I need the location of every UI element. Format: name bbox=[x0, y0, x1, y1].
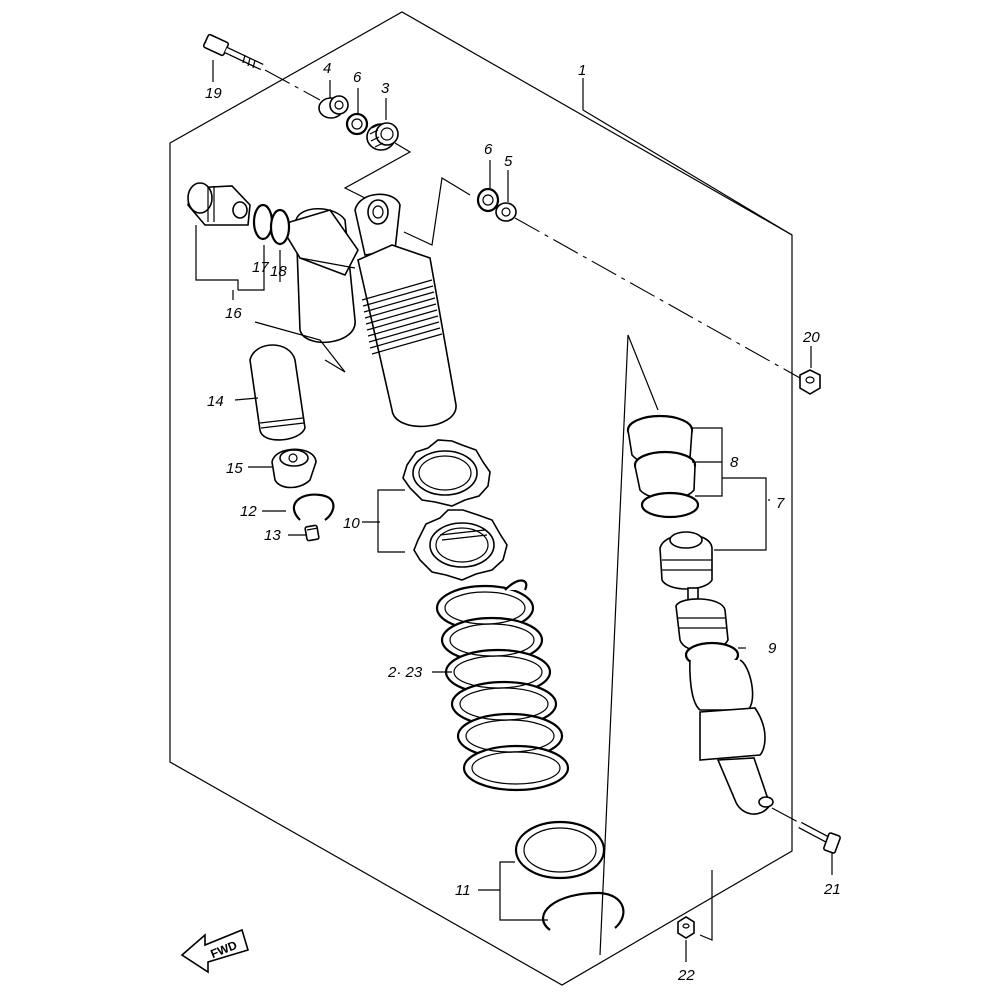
part-10-lock-nut-lower bbox=[413, 509, 508, 581]
part-6-seal-right bbox=[476, 187, 500, 213]
leader-lines bbox=[212, 60, 833, 962]
label-6-right: 6 bbox=[484, 141, 493, 158]
label-8: 8 bbox=[730, 454, 739, 471]
part-19-bolt bbox=[202, 33, 264, 71]
bracket-7 bbox=[714, 477, 767, 551]
part-10-lock-nut-upper bbox=[402, 439, 491, 507]
part-5-collar bbox=[495, 202, 517, 222]
label-16: 16 bbox=[225, 305, 242, 322]
bracket-14 bbox=[254, 321, 346, 373]
part-8-bushings bbox=[626, 414, 700, 519]
label-7: 7 bbox=[776, 495, 785, 512]
part-20-nut bbox=[799, 369, 821, 395]
bracket-top-right bbox=[403, 177, 471, 246]
label-5: 5 bbox=[504, 153, 513, 170]
label-13: 13 bbox=[264, 527, 281, 544]
assembly-frame bbox=[169, 11, 793, 986]
axis-left-diag bbox=[599, 334, 629, 956]
bracket-16 bbox=[195, 225, 239, 290]
label-18: 18 bbox=[270, 263, 287, 280]
bracket-top-left bbox=[343, 142, 412, 199]
part-labels: 1 19 4 6 3 6 5 17 18 16 20 14 15 8 7 12 … bbox=[205, 60, 841, 984]
part-16-reservoir-cap bbox=[187, 182, 251, 226]
label-9: 9 bbox=[768, 640, 777, 657]
label-15: 15 bbox=[226, 460, 243, 477]
part-18-o-ring bbox=[269, 208, 291, 246]
label-19: 19 bbox=[205, 85, 222, 102]
label-6-top: 6 bbox=[353, 69, 362, 86]
part-21-bolt bbox=[798, 821, 841, 854]
part-9-bottom-out-bumper bbox=[684, 641, 774, 815]
axis-right-diag bbox=[627, 334, 659, 411]
part-3-needle-bearing bbox=[366, 122, 399, 151]
axis-vertical-bottom bbox=[699, 870, 713, 941]
bracket-11 bbox=[499, 861, 548, 921]
part-17-o-ring bbox=[252, 203, 274, 241]
bracket-16-b bbox=[238, 245, 265, 291]
fwd-arrow-icon: FWD bbox=[180, 928, 249, 974]
part-14-bladder bbox=[249, 344, 306, 441]
label-12: 12 bbox=[240, 503, 257, 520]
label-22: 22 bbox=[677, 967, 695, 984]
part-2-23-spring bbox=[435, 579, 570, 792]
axis-line-right bbox=[514, 217, 801, 379]
label-2-23: 2· 23 bbox=[387, 664, 423, 681]
shock-body bbox=[354, 193, 457, 428]
part-11-spring-seat bbox=[514, 820, 625, 931]
part-22-nut bbox=[677, 916, 695, 939]
label-20: 20 bbox=[802, 329, 820, 346]
part-7-piston-rod bbox=[659, 531, 729, 652]
part-13-insert bbox=[304, 524, 320, 542]
part-12-circlip bbox=[292, 493, 335, 521]
label-10: 10 bbox=[343, 515, 360, 532]
label-21: 21 bbox=[823, 881, 841, 898]
part-4-collar bbox=[318, 95, 349, 119]
part-15-valve bbox=[271, 448, 317, 489]
label-11: 11 bbox=[455, 882, 471, 899]
reservoir-body bbox=[278, 208, 359, 344]
part-6-seal-top bbox=[345, 112, 369, 136]
label-4: 4 bbox=[323, 60, 331, 77]
label-1: 1 bbox=[578, 62, 586, 79]
bracket-10 bbox=[377, 489, 405, 553]
axis-line-top bbox=[264, 69, 321, 101]
label-17: 17 bbox=[252, 259, 269, 276]
axis-line-bottom bbox=[771, 807, 799, 823]
label-3: 3 bbox=[381, 80, 390, 97]
label-14: 14 bbox=[207, 393, 224, 410]
